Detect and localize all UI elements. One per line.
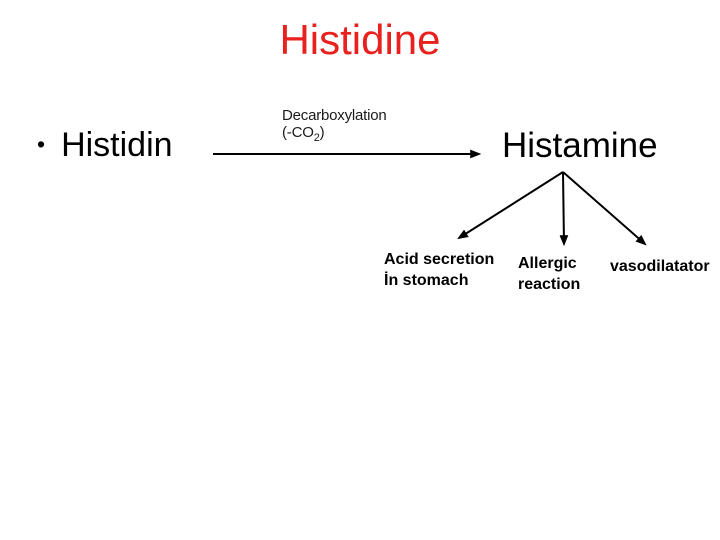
product-label: Histamine (502, 126, 658, 165)
bullet-list-item: • Histidin (37, 126, 173, 164)
effect-arrow-middle (559, 171, 569, 247)
reaction-byproduct: (-CO2) (282, 124, 387, 144)
substrate-label: Histidin (61, 126, 173, 164)
reaction-label: Decarboxylation (-CO2) (282, 107, 387, 144)
effect-vaso-line1: vasodilatator (610, 258, 710, 275)
effect-allergic-line1: Allergic (518, 255, 577, 272)
effect-allergic-reaction: Allergic reaction (518, 253, 580, 295)
reaction-byproduct-pre: (-CO (282, 124, 314, 141)
reaction-name: Decarboxylation (282, 107, 387, 124)
bullet-marker-icon: • (37, 131, 46, 158)
effect-vasodilatator: vasodilatator (610, 256, 710, 277)
reaction-byproduct-subscript: 2 (313, 132, 320, 144)
effect-acid-line2: İn stomach (384, 272, 469, 289)
effect-arrow-left (457, 171, 564, 240)
effect-allergic-line2: reaction (518, 276, 581, 293)
effect-arrow-right (562, 171, 647, 246)
slide-title: Histidine (279, 16, 441, 63)
effect-acid-line1: Acid secretion (384, 251, 495, 268)
effect-acid-secretion: Acid secretion İn stomach (384, 249, 494, 291)
reaction-byproduct-post: ) (319, 124, 325, 141)
